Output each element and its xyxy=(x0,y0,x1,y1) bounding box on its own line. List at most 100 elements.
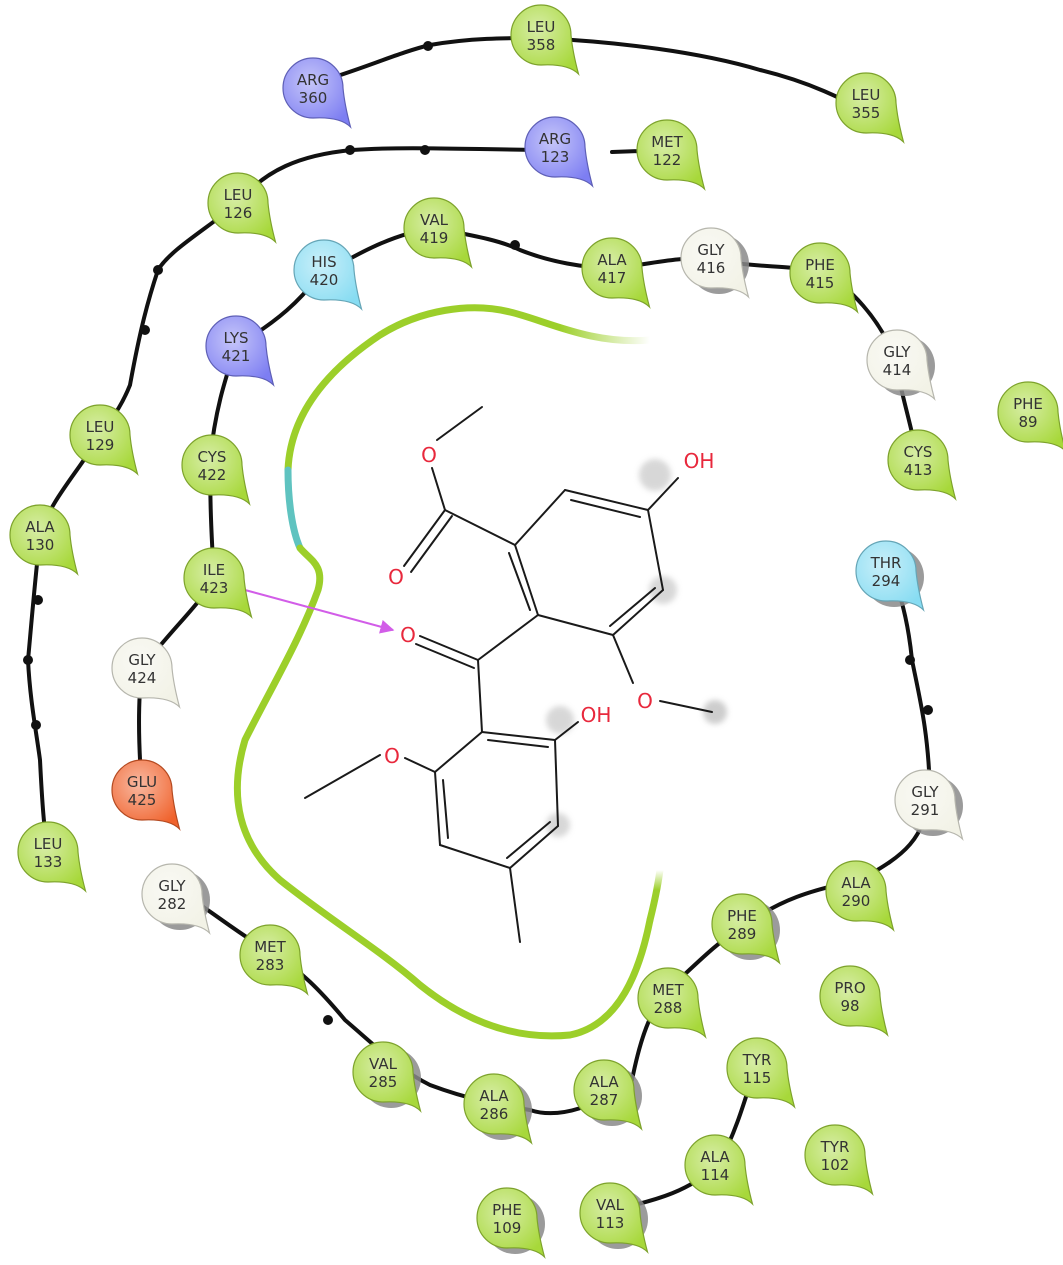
residue-name: ALA xyxy=(25,518,55,536)
residue-number: 286 xyxy=(480,1105,509,1123)
residue-number: 109 xyxy=(493,1219,522,1237)
residue-badge xyxy=(835,72,905,145)
hbond-arrow xyxy=(244,589,395,634)
residue-number: 129 xyxy=(86,436,115,454)
residue-number: 102 xyxy=(821,1156,850,1174)
residue-badge xyxy=(403,197,473,270)
residue-badge xyxy=(17,821,87,894)
residue-name: GLY xyxy=(911,783,939,801)
ligand-structure: O OH O O O O OH xyxy=(304,406,727,943)
residue-name: VAL xyxy=(596,1196,625,1214)
residue-name: ALA xyxy=(700,1148,730,1166)
residue-number: 290 xyxy=(842,892,871,910)
residue-badge xyxy=(894,769,964,842)
residue-number: 423 xyxy=(200,579,229,597)
residue-badge xyxy=(510,4,580,77)
residue-name: PHE xyxy=(805,256,835,274)
residue-badge xyxy=(819,965,889,1038)
pocket-outline xyxy=(233,304,664,1040)
atom-label: O xyxy=(421,443,437,467)
residue-badge xyxy=(573,1059,643,1132)
backbone-chains xyxy=(26,36,932,1212)
residue-number: 98 xyxy=(840,997,859,1015)
residue-number: 288 xyxy=(654,999,683,1017)
residue-badge xyxy=(463,1073,533,1146)
residue-badge xyxy=(352,1041,422,1114)
residue-badge xyxy=(293,239,363,312)
residue-name: TYR xyxy=(820,1138,850,1156)
residue-name: MET xyxy=(652,981,684,999)
residue-name: PHE xyxy=(727,907,757,925)
residue-number: 355 xyxy=(852,104,881,122)
residue-number: 115 xyxy=(743,1069,772,1087)
residue-badge xyxy=(9,504,79,577)
residue-number: 283 xyxy=(256,956,285,974)
residue-badge xyxy=(181,434,251,507)
residue-number: 123 xyxy=(541,148,570,166)
residue-name: ILE xyxy=(203,561,225,579)
residue-number: 422 xyxy=(198,466,227,484)
residue-badge xyxy=(579,1182,649,1255)
residue-name: GLY xyxy=(158,877,186,895)
residue-number: 421 xyxy=(222,347,251,365)
residue-badge xyxy=(637,967,707,1040)
chain-outer-left xyxy=(26,146,562,854)
residue-number: 285 xyxy=(369,1073,398,1091)
residue-badge xyxy=(476,1187,546,1260)
residue-badge xyxy=(205,315,275,388)
residue-number: 416 xyxy=(697,259,726,277)
residue-badge xyxy=(111,637,181,710)
residue-number: 89 xyxy=(1018,413,1037,431)
residue-badge xyxy=(789,242,859,315)
residue-badge xyxy=(183,547,253,620)
residue-name: GLY xyxy=(883,343,911,361)
residue-badge xyxy=(825,860,895,933)
residue-name: PHE xyxy=(492,1201,522,1219)
residue-badge xyxy=(855,540,925,613)
residue-number: 425 xyxy=(128,791,157,809)
residue-name: HIS xyxy=(311,253,336,271)
residue-badge xyxy=(711,893,781,966)
residue-number: 113 xyxy=(596,1214,625,1232)
residue-name: MET xyxy=(254,938,286,956)
residue-name: CYS xyxy=(904,443,933,461)
residue-number: 358 xyxy=(527,36,556,54)
residue-badge xyxy=(111,759,181,832)
residue-number: 294 xyxy=(872,572,901,590)
residue-name: ALA xyxy=(597,251,627,269)
residue-name: THR xyxy=(870,554,902,572)
residue-badge xyxy=(207,172,277,245)
residue-name: LYS xyxy=(223,329,248,347)
residue-name: VAL xyxy=(369,1055,398,1073)
residue-name: ARG xyxy=(539,130,571,148)
residue-name: GLU xyxy=(127,773,157,791)
residue-name: GLY xyxy=(697,241,725,259)
residue-badge xyxy=(804,1124,874,1197)
residue-name: ARG xyxy=(297,71,329,89)
residue-name: LEU xyxy=(527,18,556,36)
residue-badge xyxy=(684,1134,754,1207)
residue-name: MET xyxy=(651,133,683,151)
